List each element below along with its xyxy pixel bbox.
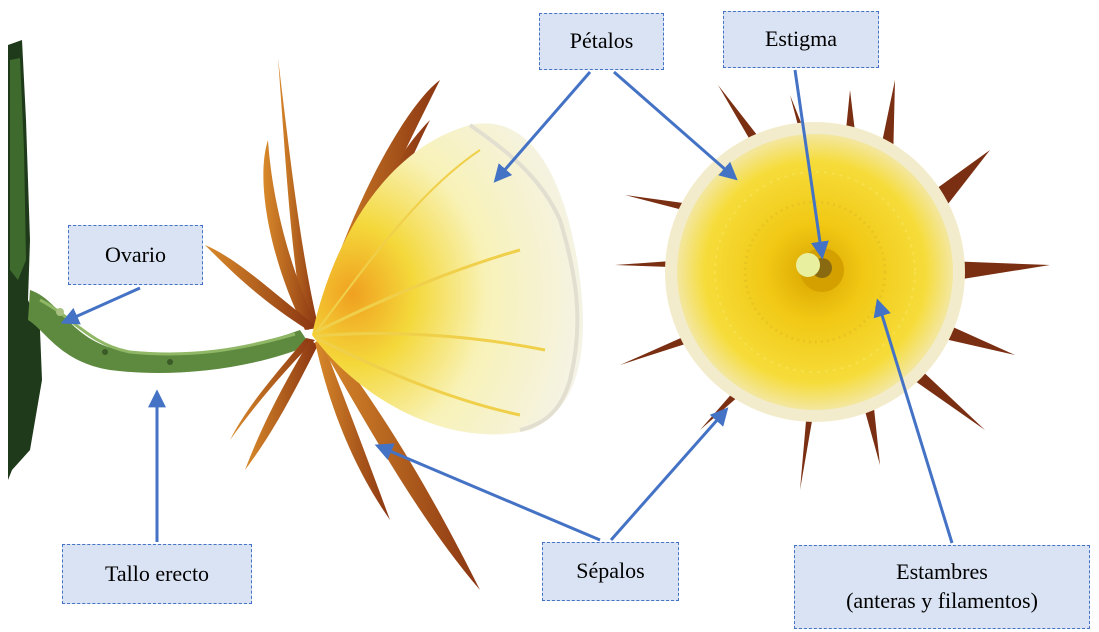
arrow-ovario bbox=[64, 288, 140, 322]
front-flower-corolla bbox=[665, 122, 965, 422]
label-estambres: Estambres (anteras y filamentos) bbox=[794, 545, 1090, 629]
label-estigma: Estigma bbox=[723, 11, 879, 68]
label-estambres-title: Estambres bbox=[896, 558, 988, 587]
arrow-sepalos-front bbox=[611, 410, 726, 540]
label-estambres-subtitle: (anteras y filamentos) bbox=[846, 587, 1038, 616]
arrow-petalos-front bbox=[614, 72, 735, 178]
label-ovario: Ovario bbox=[68, 225, 203, 285]
stalk bbox=[28, 290, 310, 373]
cactus-stem bbox=[8, 40, 42, 480]
label-petalos: Pétalos bbox=[539, 13, 664, 70]
label-tallo-erecto: Tallo erecto bbox=[62, 544, 252, 604]
label-sepalos: Sépalos bbox=[542, 542, 679, 601]
